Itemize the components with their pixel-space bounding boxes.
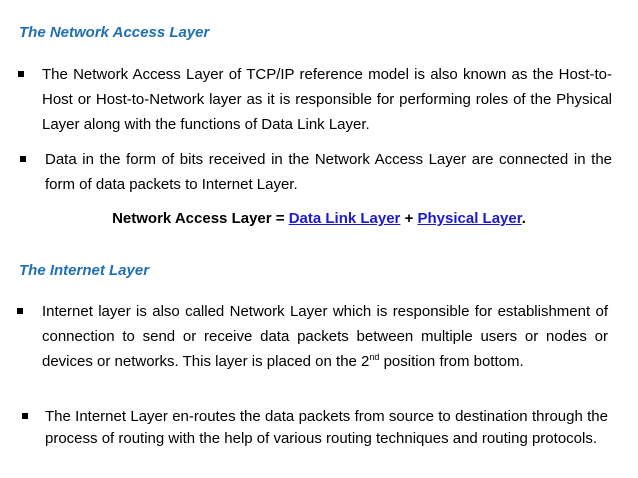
equation-prefix: Network Access Layer = (112, 210, 289, 227)
equation-suffix: . (521, 210, 526, 227)
bullet-text: The Internet Layer en-routes the data pa… (45, 408, 608, 447)
square-bullet-icon (18, 71, 24, 77)
bullet-text: Data in the form of bits received in the… (45, 151, 612, 193)
bullet-network-access-definition: The Network Access Layer of TCP/IP refer… (18, 62, 612, 137)
square-bullet-icon (20, 156, 26, 162)
bullet-internet-definition: Internet layer is also called Network La… (17, 299, 608, 374)
network-access-equation: Network Access Layer = Data Link Layer +… (0, 210, 638, 227)
equation-plus: + (400, 210, 418, 227)
ordinal-superscript: nd (369, 352, 380, 362)
section-heading-internet: The Internet Layer (19, 262, 150, 279)
bullet-network-access-data: Data in the form of bits received in the… (20, 147, 612, 197)
data-link-layer-link[interactable]: Data Link Layer (288, 210, 401, 227)
physical-layer-link[interactable]: Physical Layer (417, 210, 522, 227)
section-heading-network-access: The Network Access Layer (19, 24, 210, 41)
square-bullet-icon (22, 413, 28, 419)
bullet-text: Internet layer is also called Network La… (42, 303, 608, 370)
bullet-text-tail: position from bottom. (379, 353, 524, 370)
bullet-text: The Network Access Layer of TCP/IP refer… (42, 66, 612, 133)
square-bullet-icon (17, 308, 23, 314)
bullet-internet-routing: The Internet Layer en-routes the data pa… (22, 406, 608, 450)
